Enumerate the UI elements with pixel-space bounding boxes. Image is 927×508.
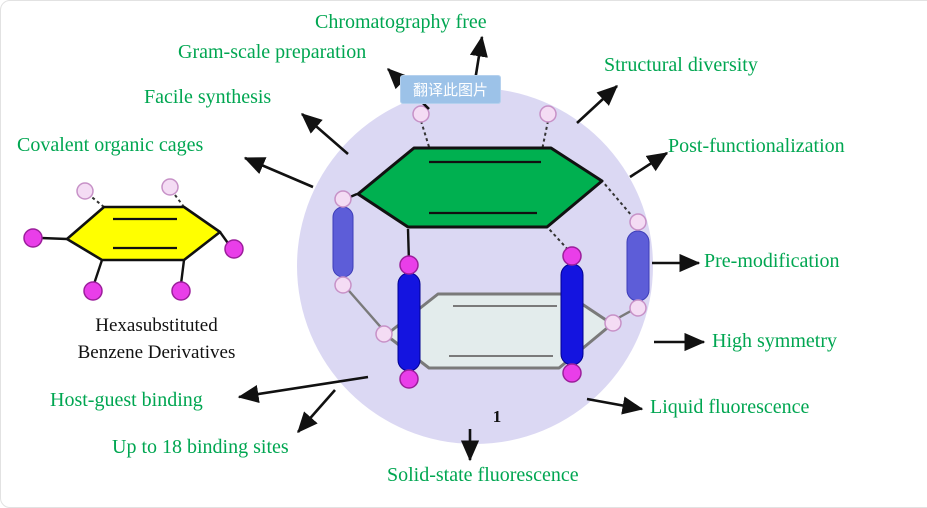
pale-sphere [76,182,94,200]
magenta-sphere [83,281,103,301]
label-high-symmetry: High symmetry [712,330,837,352]
arrow-up-to-18-binding-sites [297,389,336,433]
label-solid-state-fluorescence: Solid-state fluorescence [387,464,579,486]
arrow-covalent-organic-cages [243,156,314,189]
compound-number: 1 [492,407,502,426]
magenta-sphere [23,228,43,248]
arrow-host-guest-binding [237,375,369,404]
label-chromatography-free: Chromatography free [315,11,487,33]
bond-yellow-bottomright [179,259,186,285]
label-liquid-fluorescence: Liquid fluorescence [650,396,810,418]
pale-sphere [629,213,647,231]
linker-pill-left [332,206,354,278]
pale-sphere [539,105,557,123]
label-covalent-organic-cages: Covalent organic cages [17,134,204,156]
arrow-facile-synthesis [301,113,349,155]
pale-sphere [334,190,352,208]
pale-sphere [375,325,393,343]
translate-image-button[interactable]: 翻译此图片 [400,75,502,104]
top-benzene-hexagon [356,146,604,229]
arrow-liquid-fluorescence [586,396,644,415]
linker-pill-right [626,230,650,302]
magenta-sphere [399,255,419,275]
magenta-sphere [224,239,244,259]
label-pre-modification: Pre-modification [704,250,840,272]
pale-sphere [604,314,622,332]
label-post-functionalization: Post-functionalization [668,135,845,157]
label-facile-synthesis: Facile synthesis [144,86,272,108]
bond-dashed-top-right [541,120,549,151]
magenta-sphere [562,246,582,266]
arrow-structural-diversity [576,85,618,124]
bond-yellow-bottomleft [92,259,104,285]
benzene-hexagon-yellow [65,205,222,262]
bond-left-bottom [342,283,386,333]
pale-sphere [629,299,647,317]
bond-dashed-top-left [420,120,431,151]
linker-pill-front-right [560,263,584,366]
label-structural-diversity: Structural diversity [604,54,758,76]
pale-sphere [161,178,179,196]
magenta-sphere [399,369,419,389]
arrow-post-functionalization [629,151,669,179]
molecule-caption: Hexasubstituted Benzene Derivatives [39,312,274,366]
magenta-sphere [562,363,582,383]
linker-pill-front-left [397,272,421,372]
label-host-guest-binding: Host-guest binding [50,389,203,411]
molecule-caption-line2: Benzene Derivatives [77,342,236,363]
label-gram-scale-preparation: Gram-scale preparation [178,41,367,63]
magenta-sphere [171,281,191,301]
bond-yellow-left [40,236,68,241]
pale-sphere [412,105,430,123]
pale-sphere [334,276,352,294]
label-up-to-18-binding-sites: Up to 18 binding sites [112,436,289,458]
molecule-caption-line1: Hexasubstituted [95,315,218,336]
